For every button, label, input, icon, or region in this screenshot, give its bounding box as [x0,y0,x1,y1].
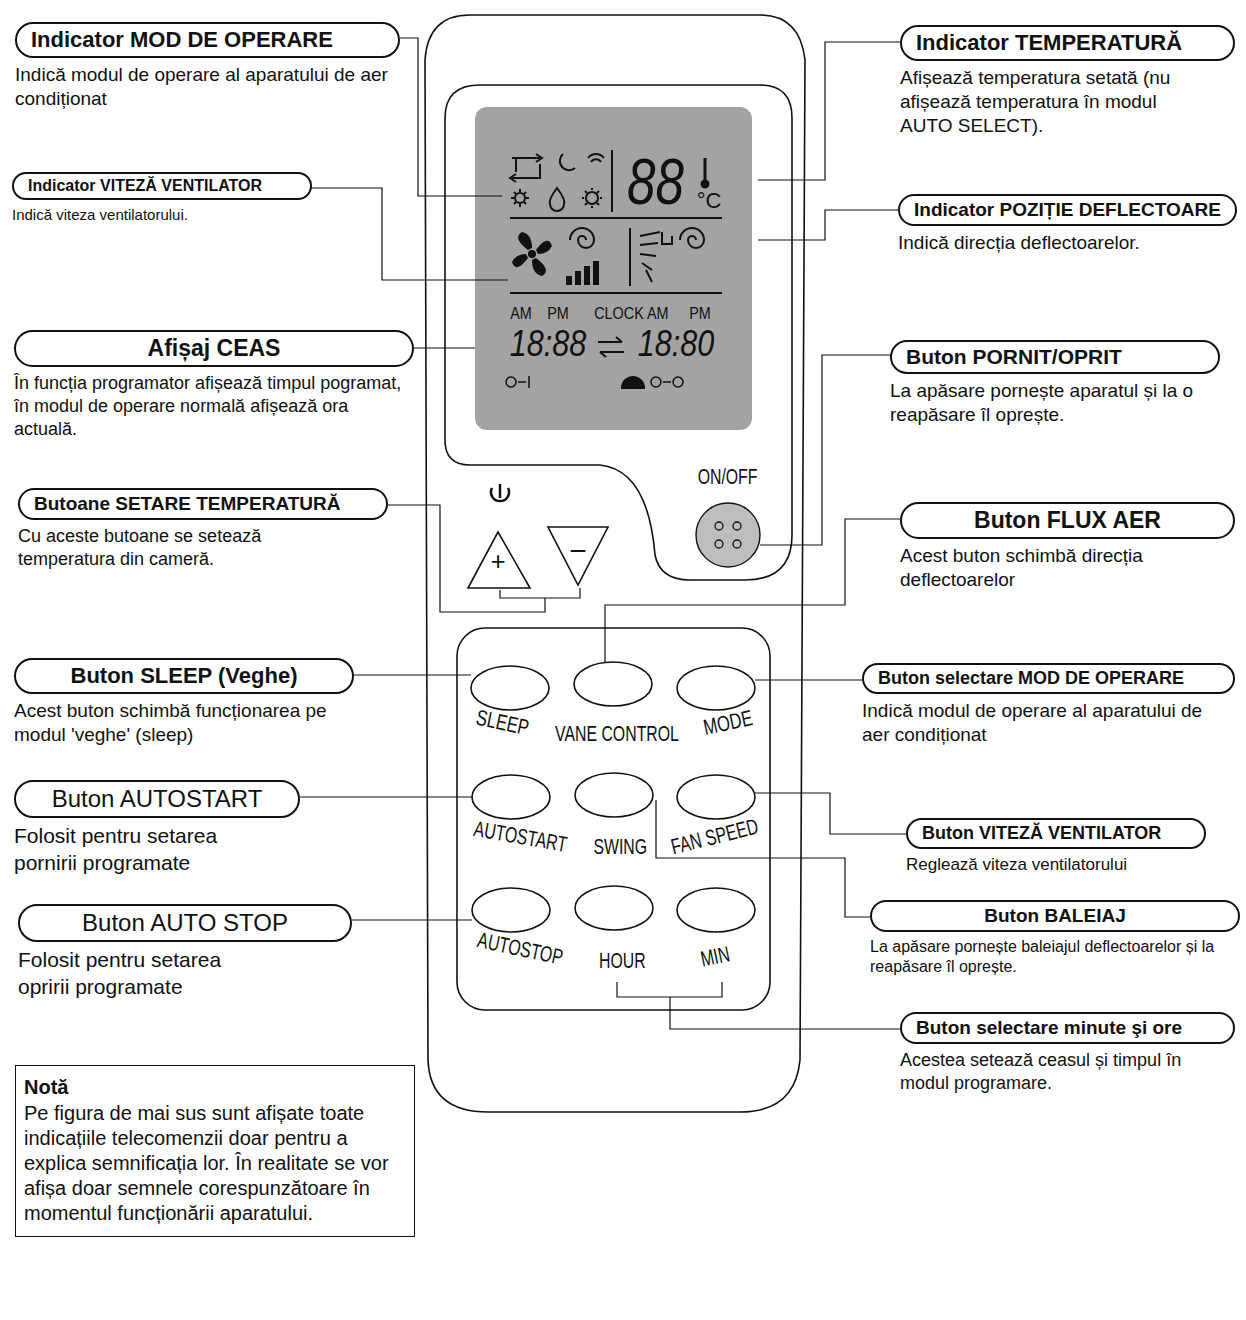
note-title: Notă [24,1076,406,1099]
lcd-text: PM [689,306,711,322]
callout: Buton SLEEP (Veghe) Acest buton schimbă f… [14,658,354,747]
callout-title: Buton SLEEP (Veghe) [14,658,354,694]
button-label: MODE [702,707,755,739]
button-label: FAN SPEED [669,816,761,859]
callout-title: Afișaj CEAS [14,330,414,367]
callout-title: Indicator POZIȚIE DEFLECTOARE [898,194,1237,226]
callout: Indicator VITEZĂ VENTILATOR Indică viteza… [12,172,312,224]
callout: Buton selectare MOD DE OPERARE Indică mod… [862,663,1235,747]
callout-description: La apăsare pornește aparatul și la o rea… [890,379,1220,427]
callout-description: Folosit pentru setarea pornirii programa… [14,823,284,876]
callout-title: Buton selectare minute şi ore [900,1012,1235,1044]
callout: Buton VITEZĂ VENTILATOR Reglează viteza v… [906,818,1206,876]
callout-description: Reglează viteza ventilatorului [906,854,1206,876]
callout-description: Folosit pentru setarea opririi programat… [18,947,278,1000]
screen-surround [445,85,792,580]
button-label: SWING [593,836,647,858]
lcd-text: 18:88 [510,326,587,362]
callout: Buton AUTOSTART Folosit pentru setarea po… [14,780,300,876]
fan-icon [512,232,599,285]
callout-description: Afișează temperatura setată (nu afișează… [900,66,1200,138]
callout-description: Indică direcția deflectoarelor. [898,231,1228,255]
callout-description: Indică modul de operare al aparatului de… [15,63,395,111]
callout-title: Buton AUTOSTART [14,780,300,818]
callout: Indicator POZIȚIE DEFLECTOARE Indică dire… [898,194,1237,255]
callout-title: Indicator MOD DE OPERARE [15,22,400,58]
callout-title: Indicator TEMPERATURĂ [900,25,1235,61]
button-label: SLEEP [474,707,531,740]
button-label: − [569,536,587,566]
button-label: MIN [699,943,732,971]
lcd-text: °C [697,190,722,212]
button-label: AUTOSTOP [475,929,564,969]
button-label: VANE CONTROL [555,723,679,745]
callout-title: Buton VITEZĂ VENTILATOR [906,818,1206,849]
keypad-buttons [471,662,755,932]
callout: Buton FLUX AER Acest buton schimbă direcț… [900,502,1235,592]
leader-lines [298,38,906,1029]
callout-title: Butoane SETARE TEMPERATURĂ [18,488,388,520]
remote-body [425,15,805,1112]
button-label: AUTOSTART [472,818,569,856]
callout-description: Cu aceste butoane se setează temperatura… [18,525,308,571]
callout-title: Buton FLUX AER [900,502,1235,539]
callout-description: Indică modul de operare al aparatului de… [862,699,1232,747]
callout: Buton PORNIT/OPRIT La apăsare pornește ap… [890,340,1220,427]
callout-description: În funcția programator afișează timpul p… [14,372,414,441]
button-label: ON/OFF [698,466,758,488]
callout-description: Acest buton schimbă direcția deflectoare… [900,544,1200,592]
callout: Afișaj CEAS În funcția programator afișea… [14,330,414,441]
lcd-screen [475,107,752,430]
callout: Indicator TEMPERATURĂ Afișează temperatur… [900,25,1235,138]
callout: Buton selectare minute şi oreAcestea set… [900,1012,1235,1095]
note-box: NotăPe figura de mai sus sunt afișate to… [15,1065,415,1237]
temp-buttons [468,484,608,588]
callout: Butoane SETARE TEMPERATURĂ Cu aceste buto… [18,488,388,571]
callout-title: Buton PORNIT/OPRIT [890,340,1220,374]
lcd-text: 18:80 [638,326,715,362]
callout-description: Acest buton schimbă funcționarea pe modu… [14,699,354,747]
callout-title: Indicator VITEZĂ VENTILATOR [12,172,312,200]
lcd-icons [506,150,722,388]
callout-description: Acestea setează ceasul și timpul în modu… [900,1049,1230,1095]
button-label: + [490,548,505,574]
lcd-text: 88 [628,150,685,214]
callout-description: La apăsare pornește baleiajul deflectoar… [870,937,1240,978]
button-panel [457,628,770,1010]
callout-title: Buton BALEIAJ [870,900,1240,932]
callout-title: Buton AUTO STOP [18,904,352,942]
callout-description: Indică viteza ventilatorului. [12,205,312,224]
callout: Indicator MOD DE OPERARE Indică modul de … [15,22,400,111]
callout: Buton BALEIAJ La apăsare pornește baleiaj… [870,900,1240,978]
button-label: HOUR [599,950,646,972]
callout-title: Buton selectare MOD DE OPERARE [862,663,1235,694]
lcd-text: PM [547,306,569,322]
note-text: Pe figura de mai sus sunt afișate toate … [24,1101,404,1226]
onoff-button [696,503,760,567]
lcd-text: AM [510,306,532,322]
callout: Buton AUTO STOP Folosit pentru setarea op… [18,904,352,1000]
lcd-text: CLOCK AM [594,306,668,322]
